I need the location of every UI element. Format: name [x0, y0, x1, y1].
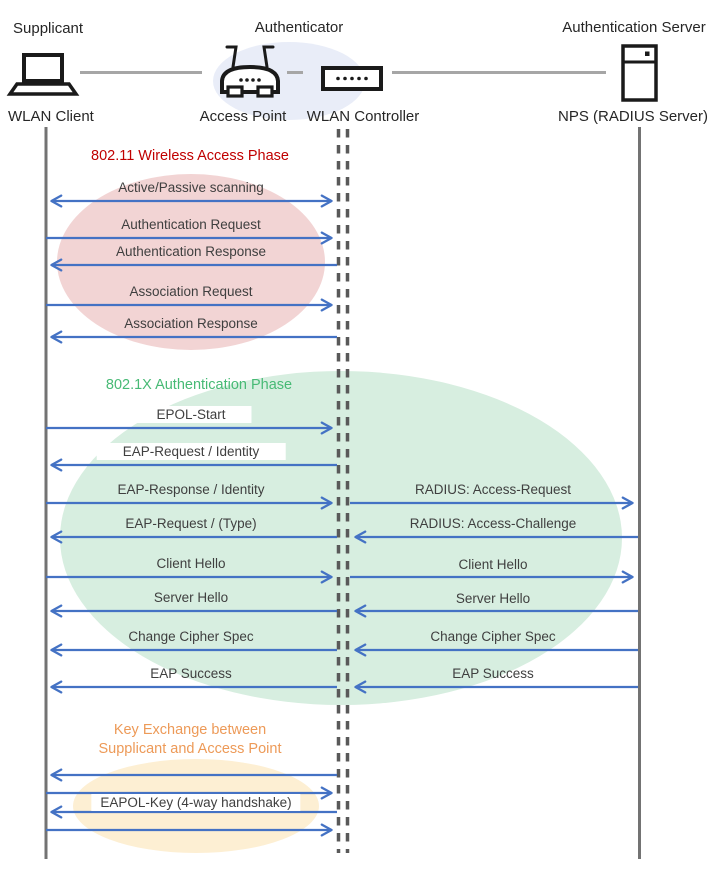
role-label-authenticator: Authenticator: [254, 19, 344, 36]
message-label-eap-response-identity: EAP-Response / Identity: [117, 482, 265, 497]
message-label-client-hello-right: Client Hello: [458, 557, 528, 572]
message-label-radius-access-challenge: RADIUS: Access-Challenge: [409, 516, 577, 531]
phase-title-dot1x-auth: 802.1X Authentication Phase: [105, 377, 293, 393]
message-label-client-hello-left: Client Hello: [156, 556, 226, 571]
message-label-change-cipher-left: Change Cipher Spec: [128, 629, 254, 644]
message-label-radius-access-request: RADIUS: Access-Request: [414, 482, 572, 497]
message-label-auth-response: Authentication Response: [115, 244, 267, 259]
message-label-eap-request-type: EAP-Request / (Type): [125, 516, 257, 531]
message-label-change-cipher-right: Change Cipher Spec: [430, 629, 556, 644]
role-label-supplicant: Supplicant: [13, 20, 84, 37]
authenticator-group-ellipse: [213, 42, 365, 120]
message-label-server-hello-right: Server Hello: [455, 591, 531, 606]
server-icon: [621, 44, 658, 102]
access-point-icon: [220, 45, 280, 98]
phase-title-key-exchange-line2: Supplicant and Access Point: [98, 741, 282, 757]
wlan-controller-icon: [321, 66, 383, 91]
message-label-eap-success-left: EAP Success: [150, 666, 232, 681]
role-label-authentication-server: Authentication Server: [562, 19, 706, 36]
device-label-access-point: Access Point: [199, 108, 287, 125]
message-label-assoc-request: Association Request: [129, 284, 253, 299]
phase-title-wireless-access: 802.11 Wireless Access Phase: [91, 148, 289, 164]
message-label-eap-success-right: EAP Success: [452, 666, 534, 681]
device-label-wlan-controller: WLAN Controller: [306, 108, 420, 125]
message-label-server-hello-left: Server Hello: [153, 590, 229, 605]
message-label-auth-request: Authentication Request: [121, 217, 261, 232]
message-label-scanning: Active/Passive scanning: [118, 180, 264, 195]
message-label-eapol-key: EAPOL-Key (4-way handshake): [91, 794, 301, 811]
message-label-assoc-response: Association Response: [124, 316, 258, 331]
laptop-icon: [6, 53, 80, 96]
phase-title-key-exchange: Key Exchange between Supplicant and Acce…: [99, 721, 282, 759]
phase-title-key-exchange-line1: Key Exchange between: [113, 722, 267, 738]
message-label-eap-request-identity: EAP-Request / Identity: [96, 443, 286, 460]
device-label-nps: NPS (RADIUS Server): [557, 108, 709, 125]
device-label-wlan-client: WLAN Client: [8, 108, 94, 125]
message-label-epol-start: EPOL-Start: [130, 406, 252, 423]
